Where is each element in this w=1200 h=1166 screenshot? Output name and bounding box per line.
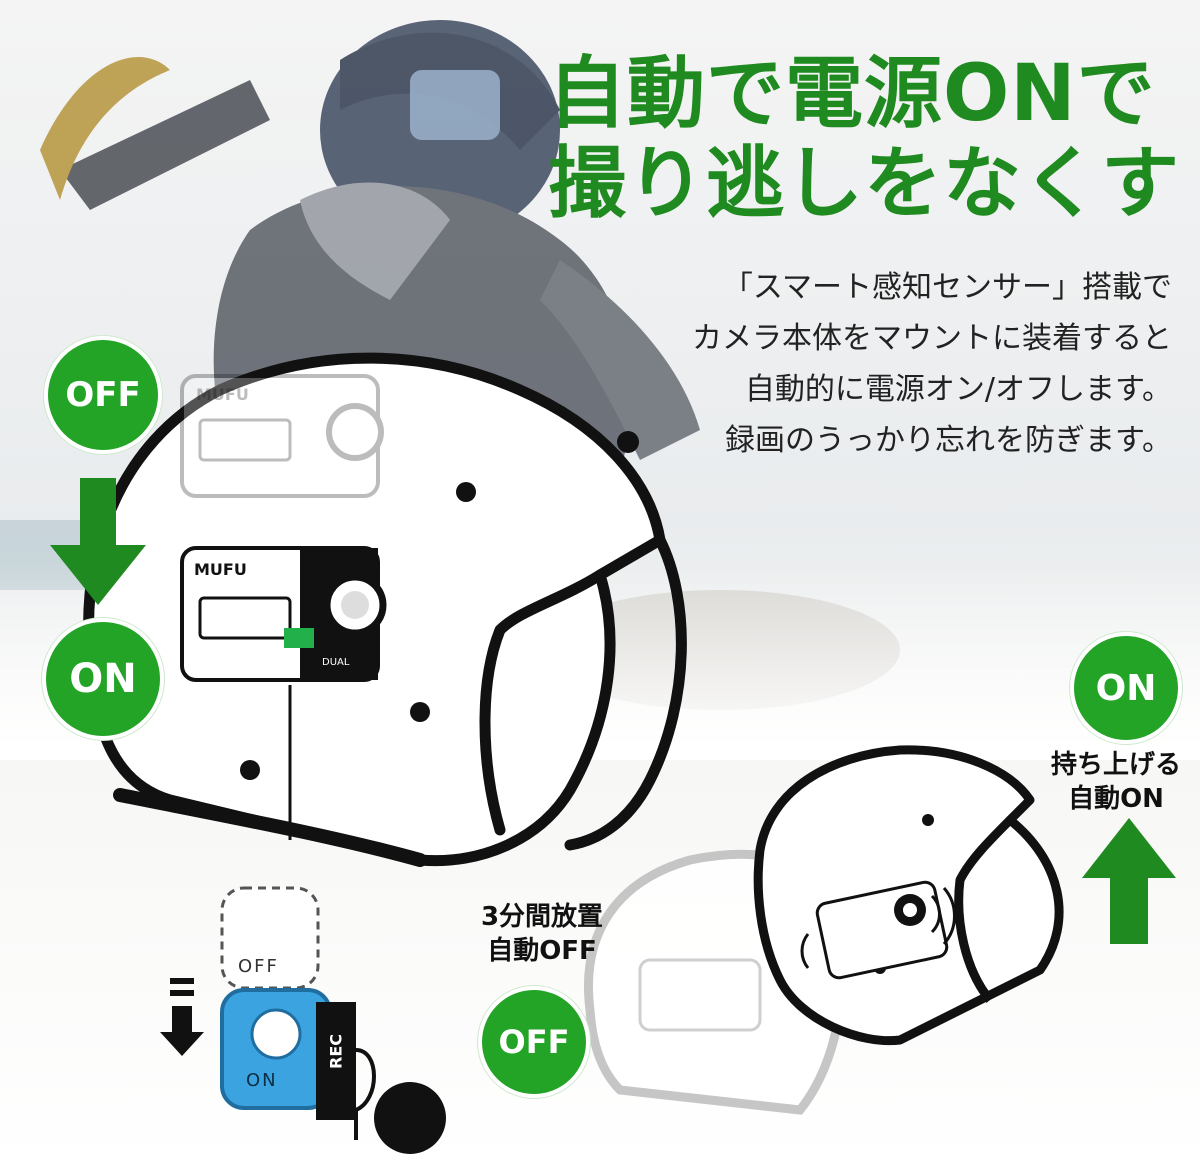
headline-line1: 自動で電源ONで [548, 49, 1156, 139]
camera-active-dual: DUAL [322, 657, 350, 668]
description-line: 録画のうっかり忘れを防ぎます。 [725, 423, 1172, 458]
switch-rec-label: REC [326, 1034, 346, 1069]
off-badge-bottom: OFF [478, 986, 590, 1098]
description-line: 「スマート感知センサー」搭載で [722, 270, 1172, 305]
off-badge-left: OFF [44, 336, 162, 454]
description-line: カメラ本体をマウントに装着すると [692, 321, 1172, 356]
camera-small [815, 880, 949, 980]
lift-caption-line2: 自動ON [1068, 784, 1164, 814]
headline-line2: 撮り逃しをなくす [548, 139, 1181, 229]
arrow-down-icon [50, 478, 146, 605]
on-badge-right: ON [1070, 632, 1182, 744]
camera-active-brand: MUFU [194, 560, 247, 579]
switch-diagram [160, 886, 446, 1154]
switch-on-label: ON [246, 1070, 278, 1091]
description-block: 「スマート感知センサー」搭載で カメラ本体をマウントに装着すると 自動的に電源オ… [552, 262, 1172, 466]
lift-caption: 持ち上げる 自動ON [1036, 748, 1196, 816]
idle-caption-line1: 3分間放置 [480, 902, 604, 932]
idle-caption-line2: 自動OFF [487, 936, 597, 966]
lift-caption-line1: 持ち上げる [1050, 750, 1181, 780]
camera-active [180, 546, 387, 682]
idle-caption: 3分間放置 自動OFF [452, 900, 632, 968]
switch-off-label: OFF [238, 956, 279, 977]
on-badge-left: ON [42, 618, 164, 740]
camera-ghost-brand: MUFU [196, 385, 249, 404]
arrow-up-icon [1082, 818, 1176, 944]
description-line: 自動的に電源オン/オフします。 [744, 372, 1172, 407]
camera-ghost [180, 374, 384, 498]
